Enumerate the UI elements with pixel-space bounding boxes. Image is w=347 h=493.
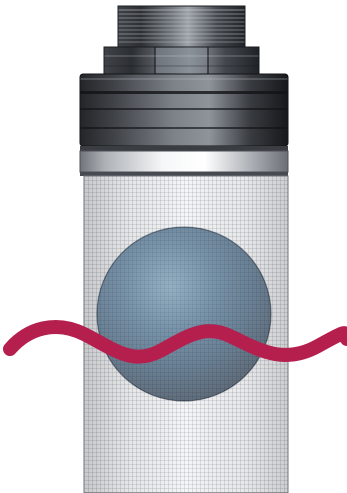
metal-band (80, 146, 288, 176)
threaded-fitting (118, 6, 245, 47)
sphere-group (97, 227, 271, 401)
particle-sphere-mesh-overlay (97, 227, 271, 401)
hex-nut-face (155, 48, 208, 73)
metal-band-body (80, 151, 288, 172)
hex-nut (104, 47, 259, 74)
collar-cap (80, 74, 288, 146)
